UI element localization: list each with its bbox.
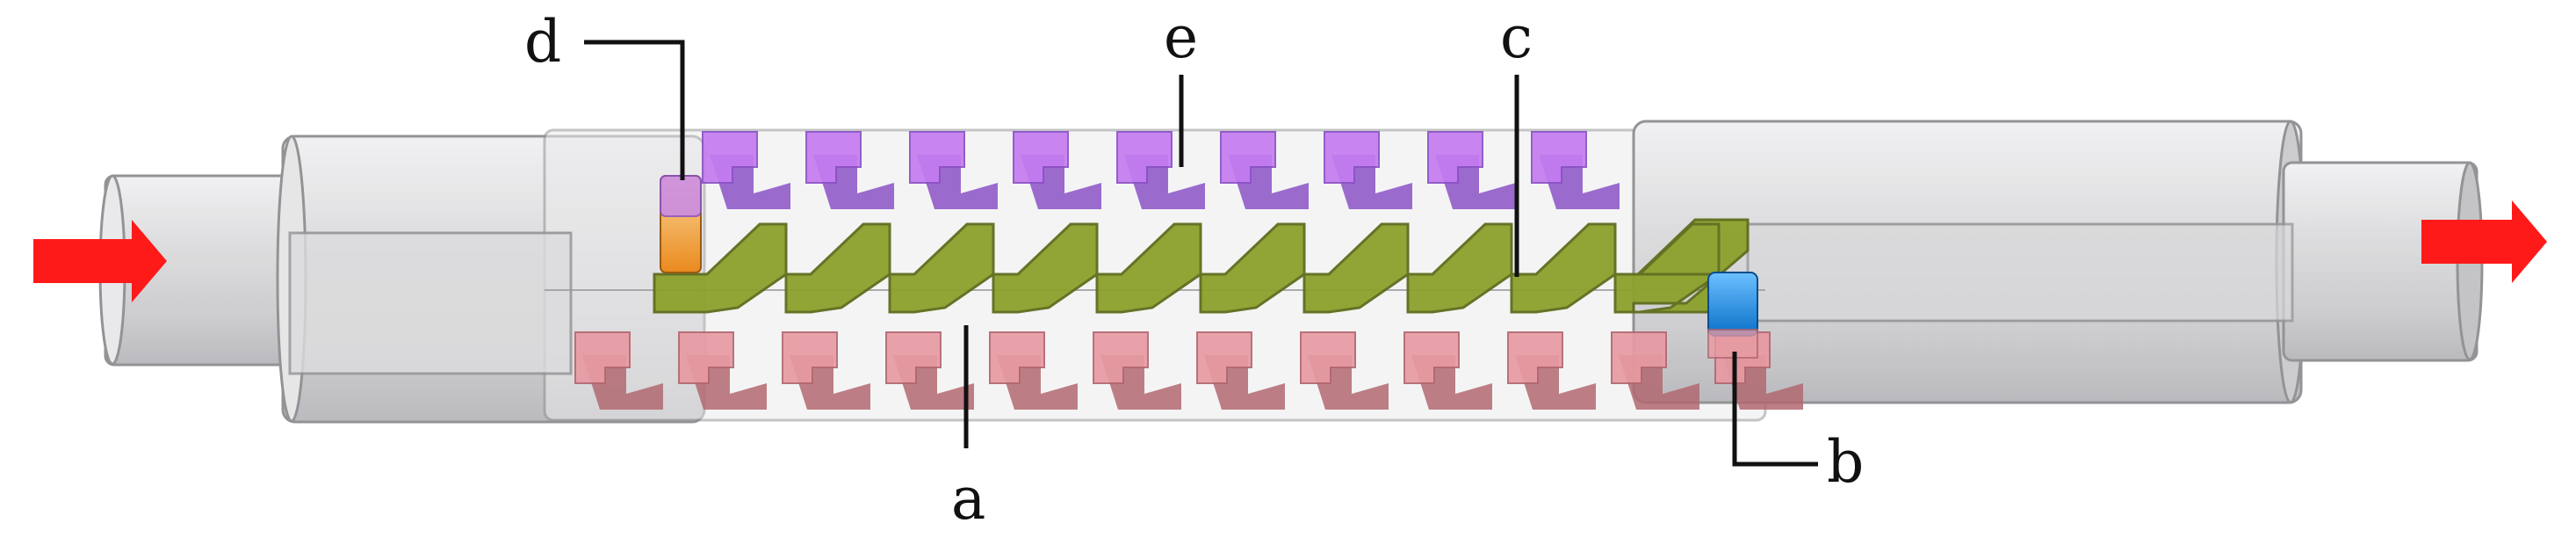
spring-a-segment [885, 331, 974, 410]
ring-b [1707, 272, 1758, 337]
leader-d [584, 40, 685, 180]
spring-e-segment [1531, 131, 1620, 209]
spring-e-segment [909, 131, 998, 209]
spring-e-segment [1324, 131, 1412, 209]
arrow-right-icon [2421, 200, 2547, 283]
spring-e-segment [1013, 131, 1101, 209]
leader-b [1732, 352, 1818, 467]
spring-e-segment [805, 131, 894, 209]
arrow-right-icon [33, 220, 167, 302]
label-a: a [951, 465, 985, 533]
spring-a-segment [782, 331, 870, 410]
spring-a-segment [989, 331, 1078, 410]
label-b: b [1827, 428, 1864, 496]
spring-a [574, 331, 1803, 410]
spring-e-segment [1116, 131, 1205, 209]
spring-a-segment [1093, 331, 1181, 410]
label-d: d [524, 8, 561, 76]
label-c: c [1500, 4, 1533, 71]
wave-c [653, 218, 1750, 314]
right-core [1746, 222, 2294, 323]
spring-a-segment [1403, 331, 1492, 410]
spring-a-segment [1196, 331, 1285, 410]
spring-e-segment [1427, 131, 1516, 209]
spring-a-segment [678, 331, 767, 410]
spring-a-segment [574, 331, 663, 410]
spring-e-segment [702, 131, 790, 209]
spring-e-segment [1220, 131, 1309, 209]
ring-d-top [660, 175, 702, 217]
leader-lines [584, 40, 1818, 467]
spring-a-segment [1300, 331, 1389, 410]
spring-e [702, 131, 1620, 209]
label-e: e [1164, 4, 1198, 71]
left-core [288, 231, 573, 375]
spring-a-segment [1611, 331, 1699, 410]
spring-a-segment [1507, 331, 1596, 410]
